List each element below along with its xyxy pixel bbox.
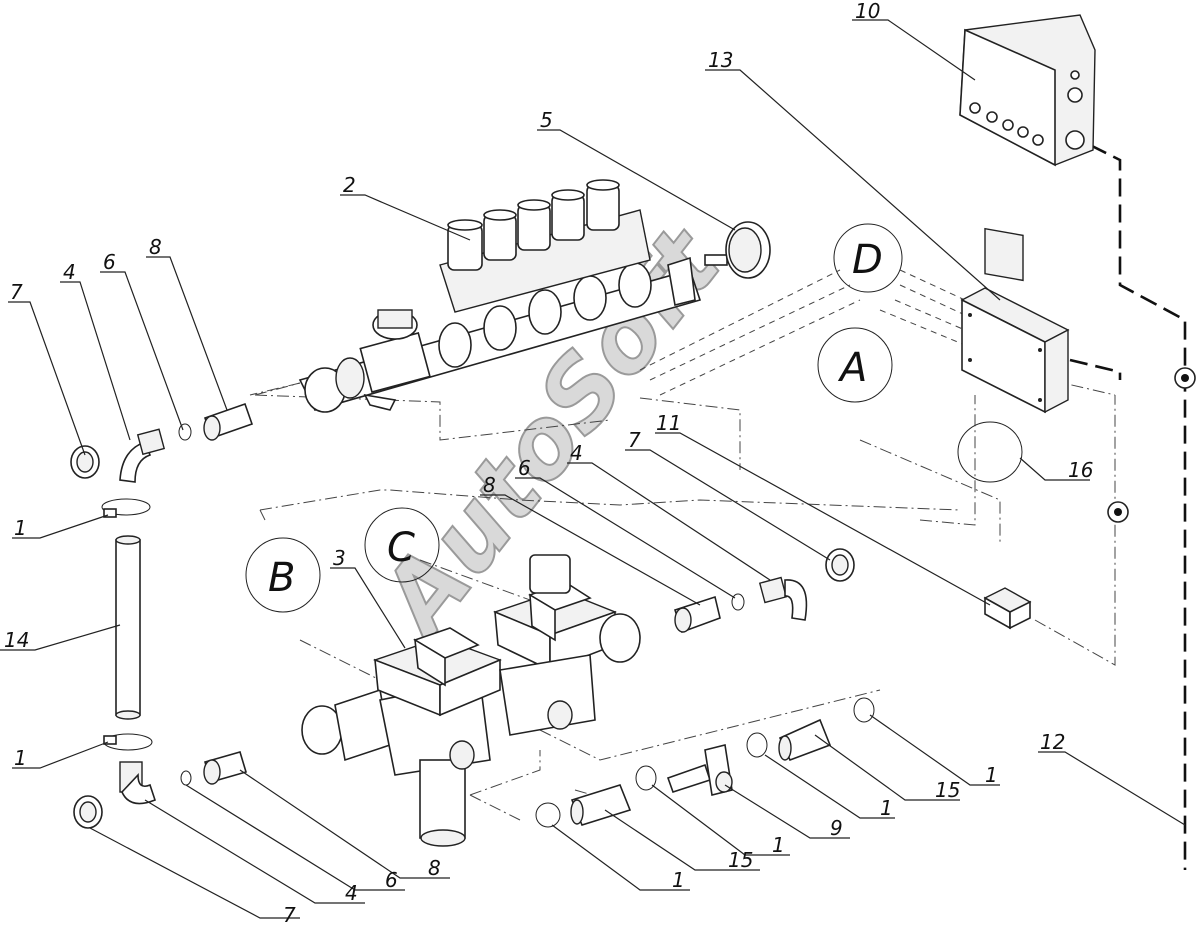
lower-valve-assembly-3 bbox=[301, 554, 641, 847]
label-1-d: 1 bbox=[880, 796, 893, 820]
tee-and-hoses bbox=[535, 697, 875, 828]
cable-tie-16 bbox=[957, 421, 1023, 483]
label-15-left: 15 bbox=[728, 848, 753, 872]
label-1-f: 1 bbox=[672, 868, 685, 892]
upper-manifold-2 bbox=[298, 179, 702, 413]
label-8-bottom: 8 bbox=[428, 856, 441, 880]
label-7-bottom: 7 bbox=[283, 903, 296, 927]
label-10: 10 bbox=[855, 0, 880, 23]
label-8-mid: 8 bbox=[483, 473, 496, 497]
label-4-top: 4 bbox=[63, 260, 76, 284]
label-4-mid: 4 bbox=[570, 441, 583, 465]
label-5: 5 bbox=[540, 108, 553, 132]
position-labels: 10 13 5 2 8 6 4 7 1 14 1 3 8 6 4 7 11 16… bbox=[4, 0, 1093, 927]
label-15-right: 15 bbox=[935, 778, 960, 802]
pressure-gauge-5 bbox=[704, 221, 771, 279]
label-3: 3 bbox=[333, 546, 346, 570]
label-1-e: 1 bbox=[772, 833, 785, 857]
label-16: 16 bbox=[1068, 458, 1093, 482]
sensor-block-11 bbox=[983, 587, 1032, 630]
label-12: 12 bbox=[1040, 730, 1065, 754]
detail-markers: D A B C bbox=[245, 223, 903, 613]
label-1-b: 1 bbox=[14, 746, 27, 770]
label-6-bottom: 6 bbox=[385, 868, 398, 892]
label-7-top: 7 bbox=[10, 280, 23, 304]
label-11: 11 bbox=[656, 411, 681, 435]
lower-fittings bbox=[73, 751, 247, 829]
control-panel-10 bbox=[959, 14, 1096, 282]
cable-12 bbox=[1069, 143, 1196, 870]
label-4-bottom: 4 bbox=[345, 881, 358, 905]
label-6-top: 6 bbox=[103, 250, 116, 274]
label-8-top: 8 bbox=[149, 235, 162, 259]
detail-letter-a: A bbox=[837, 345, 867, 391]
label-7-mid: 7 bbox=[628, 428, 641, 452]
label-1-a: 1 bbox=[14, 516, 27, 540]
right-fittings bbox=[673, 548, 855, 634]
label-13: 13 bbox=[708, 48, 733, 72]
label-9: 9 bbox=[830, 816, 843, 840]
label-1-c: 1 bbox=[985, 763, 998, 787]
detail-letter-d: D bbox=[852, 237, 883, 283]
detail-letter-c: C bbox=[387, 525, 415, 571]
upper-fittings bbox=[70, 402, 254, 483]
label-14: 14 bbox=[4, 628, 29, 652]
label-2: 2 bbox=[343, 173, 356, 197]
junction-box-13 bbox=[960, 287, 1070, 414]
label-6-mid: 6 bbox=[518, 456, 531, 480]
detail-letter-b: B bbox=[268, 555, 295, 601]
leader-lines bbox=[0, 19, 1186, 919]
hose-14 bbox=[101, 498, 153, 751]
